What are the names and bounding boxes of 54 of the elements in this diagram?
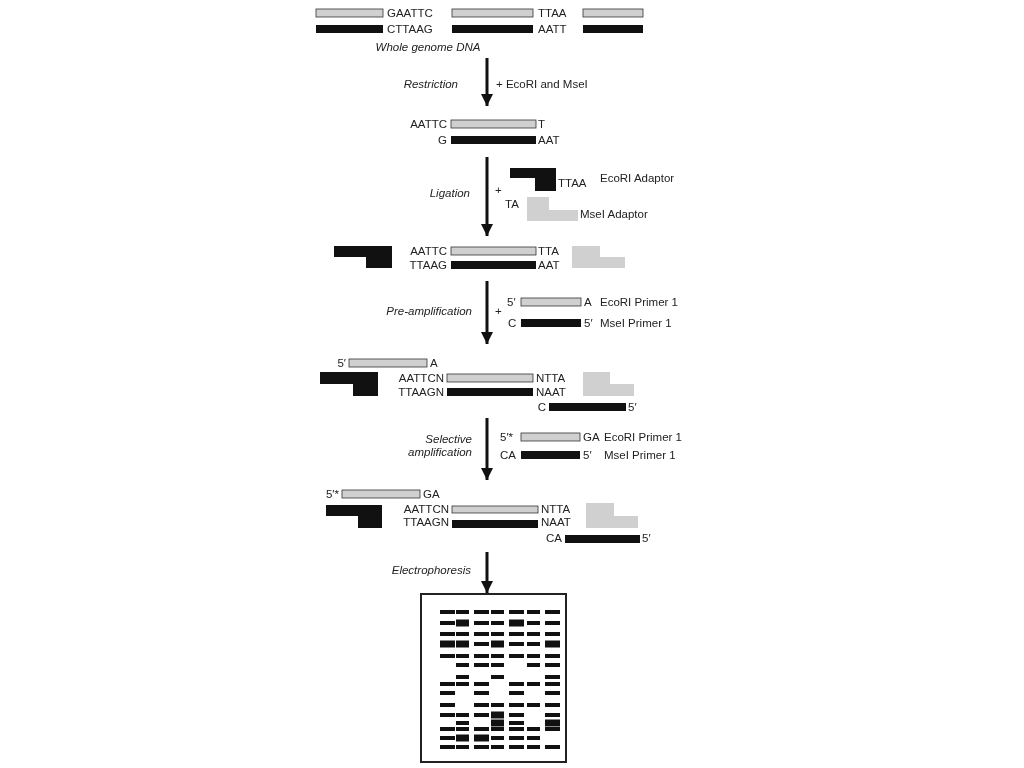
sequence-text: TTAAGN	[398, 385, 444, 399]
sequence-text: A	[430, 356, 438, 370]
arrow	[481, 157, 493, 236]
reagent-label: CA	[500, 448, 516, 462]
reagent-label: MseI Primer 1	[600, 316, 672, 330]
reagent-label: MseI Primer 1	[604, 448, 676, 462]
sequence-text: NAAT	[541, 515, 571, 529]
reagent-label: A	[584, 295, 592, 309]
reagent-label: EcoRI Primer 1	[604, 430, 682, 444]
arrow	[481, 552, 493, 593]
reagent-label: 5′*	[500, 430, 514, 444]
end-label: 5′	[337, 356, 346, 370]
sequence-text: TTAAG	[409, 258, 447, 272]
sequence-text: AATTC	[410, 117, 447, 131]
arrow	[481, 418, 493, 480]
reagent-label: 5′	[583, 448, 592, 462]
sequence-text: GAATTC	[387, 6, 433, 20]
sequence-text: TTAAGN	[403, 515, 449, 529]
sequence-text: AAT	[538, 258, 560, 272]
reagent-label: EcoRI Primer 1	[600, 295, 678, 309]
reagent-label: 5′	[584, 316, 593, 330]
gel-drawing	[420, 593, 567, 763]
reagent-label: +	[495, 183, 502, 197]
sequence-text: AATTCN	[398, 371, 444, 385]
sequence-text: T	[538, 117, 546, 131]
sequence-text: G	[438, 133, 447, 147]
sequence-text: GA	[423, 487, 440, 501]
reagent-label: + EcoRI and MseI	[496, 77, 588, 91]
reagent-label: 5′	[507, 295, 516, 309]
reagent-label: TTAA	[558, 176, 587, 190]
sequence-text: TTAA	[538, 6, 567, 20]
sequence-text: TTA	[538, 244, 559, 258]
arrow	[481, 58, 493, 106]
end-label: 5′*	[325, 487, 339, 501]
sequence-name: Whole genome DNA	[375, 40, 481, 54]
sequence-text: CA	[546, 531, 562, 545]
reagent-label: MseI Adaptor	[580, 207, 648, 221]
reagent-label: EcoRI Adaptor	[600, 171, 675, 185]
sequence-text: AATT	[538, 22, 567, 36]
end-label: 5′	[642, 531, 651, 545]
reagent-label: GA	[583, 430, 600, 444]
sequence-text: NTTA	[541, 502, 571, 516]
reagent-label: +	[495, 304, 502, 318]
reagent-label: C	[508, 316, 517, 330]
end-label: 5′	[628, 400, 637, 414]
sequence-text: NTTA	[536, 371, 566, 385]
sequence-text: CTTAAG	[387, 22, 433, 36]
sequence-text: C	[537, 400, 546, 414]
sequence-text: AATTC	[410, 244, 447, 258]
sequence-text: AAT	[538, 133, 560, 147]
arrow	[481, 281, 493, 344]
reagent-label: TA	[505, 197, 519, 211]
sequence-text: NAAT	[536, 385, 566, 399]
sequence-text: AATTCN	[403, 502, 449, 516]
